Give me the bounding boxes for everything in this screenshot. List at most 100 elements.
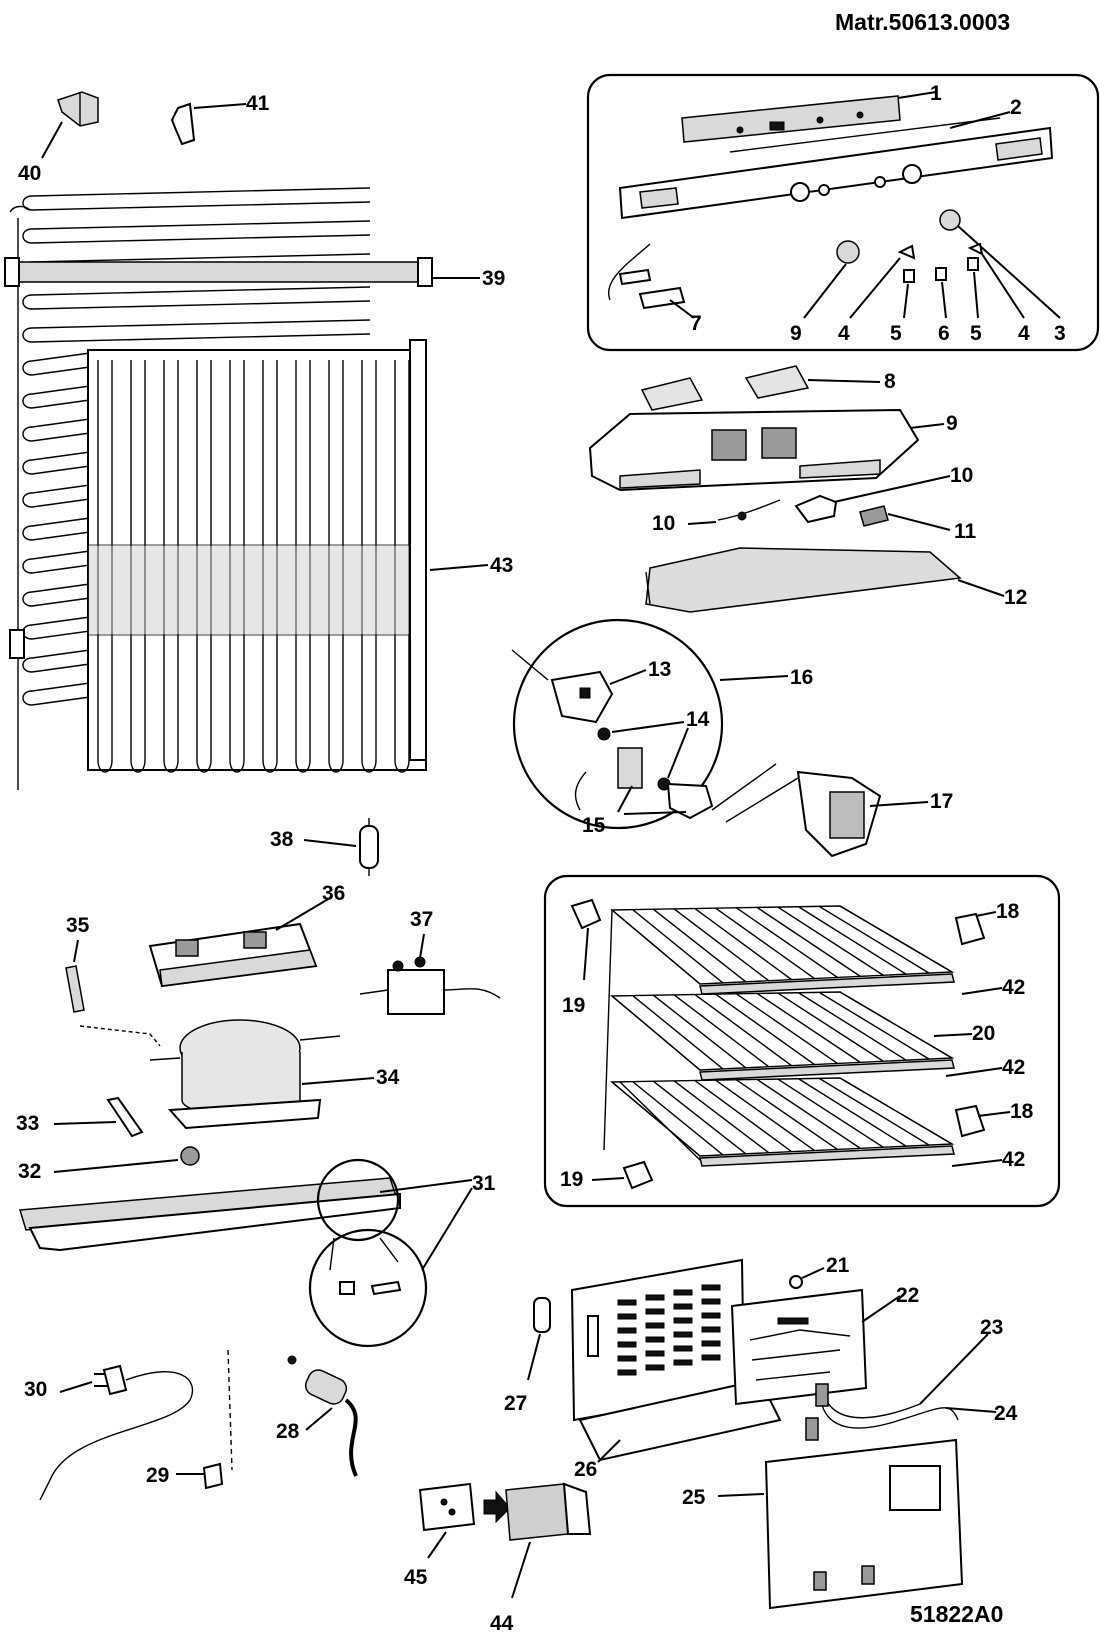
- evaporator-bend: [229, 759, 245, 773]
- evaporator-bend: [328, 759, 344, 773]
- shelf-wire: [632, 909, 724, 984]
- part-19a-support: [570, 898, 602, 930]
- shelf-wire: [694, 1079, 793, 1153]
- condenser-tube: [31, 319, 371, 329]
- condenser-tube: [31, 484, 91, 494]
- condenser-tube: [31, 630, 91, 640]
- condenser-bend: [22, 393, 33, 409]
- vent-slot: [701, 1326, 721, 1333]
- shelf-trim: [699, 1145, 955, 1167]
- evaporator-bend: [361, 759, 377, 773]
- condenser-tube: [31, 385, 91, 395]
- part-19b-support: [622, 1160, 654, 1190]
- condenser-tube: [31, 286, 371, 296]
- vent-slot: [645, 1308, 665, 1315]
- callout-44: 44: [490, 1612, 514, 1635]
- shelf-wire: [818, 991, 930, 1060]
- part-21-screw: [789, 1275, 803, 1289]
- part-10b-lamp-socket: [794, 494, 838, 524]
- callout-4a: 4: [838, 322, 850, 345]
- shelf-wire: [756, 906, 861, 977]
- control-panel-group: [586, 73, 1100, 352]
- condenser-bend: [22, 195, 33, 211]
- vent-slot: [673, 1359, 693, 1366]
- condenser-tube: [31, 234, 371, 244]
- part-13-holder: [550, 670, 614, 724]
- shelf-wire: [735, 1079, 838, 1151]
- callout-7: 7: [690, 312, 702, 335]
- part-24-connector: [805, 1417, 819, 1441]
- condenser-tube: [31, 418, 91, 428]
- shelf-wire: [611, 995, 701, 1071]
- callout-17: 17: [930, 790, 953, 813]
- material-code: Matr.50613.0003: [835, 9, 1010, 35]
- shelf-wire: [777, 906, 884, 976]
- arrow-right-icon: [483, 1490, 511, 1524]
- condenser-bend: [22, 591, 33, 607]
- shelf-wire: [694, 907, 793, 981]
- shelf-wire: [735, 907, 838, 979]
- part-43-evaporator-grid: [9, 339, 427, 773]
- condenser-bend: [22, 525, 33, 541]
- part-12-light-diffuser: [645, 547, 962, 613]
- condenser-tube: [31, 220, 371, 230]
- part-35-tube: [65, 965, 85, 1013]
- callout-37: 37: [410, 908, 433, 931]
- condenser-tube: [31, 187, 371, 197]
- callout-40: 40: [18, 162, 41, 185]
- part-11-bulb: [859, 505, 889, 527]
- callout-23: 23: [980, 1316, 1003, 1339]
- callout-3: 3: [1054, 322, 1066, 345]
- condenser-tube: [31, 432, 91, 442]
- shelf-wire: [777, 1078, 884, 1148]
- part-20-wire-shelves: [603, 905, 955, 1167]
- callout-35: 35: [66, 914, 90, 937]
- shelf-wire: [611, 909, 701, 985]
- shelf-trim: [699, 973, 955, 995]
- part-8-light-covers: [640, 365, 810, 411]
- condenser-tube: [31, 550, 91, 560]
- part-41-clip: [170, 102, 196, 146]
- part-37-relay: [359, 956, 501, 1015]
- vent-slot: [645, 1322, 665, 1329]
- callout-24: 24: [994, 1402, 1018, 1425]
- condenser-tube: [31, 517, 91, 527]
- callout-5a: 5: [890, 322, 902, 345]
- vent-slot: [617, 1313, 637, 1320]
- condenser-tube: [31, 333, 371, 343]
- condenser-tube: [31, 201, 371, 211]
- callout-32: 32: [18, 1160, 41, 1183]
- part-9a-knob: [836, 240, 860, 264]
- vent-slot: [645, 1350, 665, 1357]
- callout-12: 12: [1004, 586, 1027, 609]
- shelf-wire: [632, 995, 724, 1070]
- shelf-wire: [611, 1081, 701, 1157]
- condenser-tube: [31, 663, 91, 673]
- callout-36: 36: [322, 882, 345, 905]
- part-38-filter-drier: [359, 818, 379, 876]
- callout-25: 25: [682, 1486, 706, 1509]
- condenser-tube: [31, 253, 371, 263]
- callout-42a: 42: [1002, 976, 1025, 999]
- part-34-compressor: [149, 1019, 341, 1130]
- part-9-light-housing: [588, 408, 920, 492]
- part-17-bracket: [796, 770, 882, 858]
- callout-34: 34: [376, 1066, 400, 1089]
- shelf-wire: [839, 991, 953, 1059]
- condenser-bend: [22, 657, 33, 673]
- vent-slot: [701, 1298, 721, 1305]
- shelf-wire: [839, 905, 953, 973]
- shelves-group: [543, 874, 1061, 1208]
- part-36-bracket-plate: [148, 922, 318, 988]
- evaporator-bend: [97, 759, 113, 773]
- vent-slot: [617, 1299, 637, 1306]
- part-6-lamp: [935, 267, 947, 281]
- shelf-wire: [673, 994, 770, 1068]
- condenser-bend: [22, 294, 33, 310]
- condenser-bend: [22, 426, 33, 442]
- condenser-tube: [31, 465, 91, 475]
- condenser-bend: [22, 360, 33, 376]
- part-27-fuse: [533, 1297, 551, 1333]
- part-2-control-panel: [618, 117, 1054, 220]
- condenser-tube: [31, 399, 91, 409]
